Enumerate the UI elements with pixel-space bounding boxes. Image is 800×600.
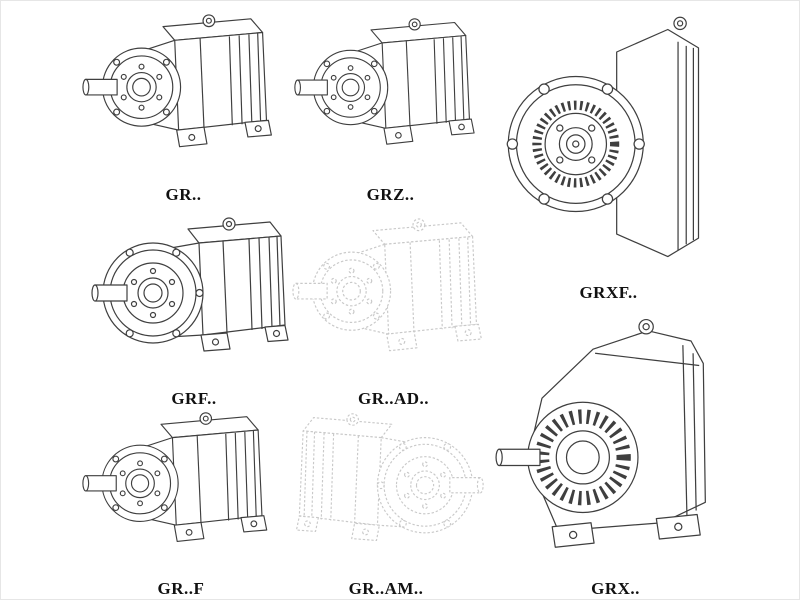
catalog-cell-grxf: GRXF.. — [496, 3, 721, 303]
gearbox-gr-am-drawing-ghosted — [286, 403, 486, 577]
catalog-cell-gr-am: GR..AM.. — [286, 403, 486, 599]
gearbox-gr-f-drawing — [81, 403, 281, 577]
catalog-cell-gr: GR.. — [81, 5, 286, 205]
model-label-gr-f: GR..F — [157, 579, 205, 598]
gearbox-grx-drawing — [493, 301, 738, 577]
model-label-grx: GRX.. — [591, 579, 640, 598]
model-label-gr-am: GR..AM.. — [348, 579, 424, 598]
model-label-gr: GR.. — [165, 185, 202, 204]
model-label-grz: GRZ.. — [366, 185, 415, 204]
model-label-gr-ad: GR..AD.. — [357, 389, 430, 408]
model-label-grxf: GRXF.. — [579, 283, 638, 302]
catalog-cell-grz: GRZ.. — [293, 5, 488, 205]
catalog-cell-grx: GRX.. — [493, 301, 738, 599]
catalog-cell-gr-ad: GR..AD.. — [291, 209, 496, 409]
gearbox-gr-ad-drawing-ghosted — [291, 209, 496, 387]
gearbox-grf-drawing — [89, 209, 299, 387]
gearbox-gr-drawing — [81, 5, 286, 183]
gearbox-grz-drawing — [293, 5, 488, 183]
gearbox-grxf-drawing — [496, 3, 721, 281]
catalog-cell-gr-f: GR..F — [81, 403, 281, 599]
catalog-cell-grf: GRF.. — [89, 209, 299, 409]
model-label-grf: GRF.. — [171, 389, 217, 408]
